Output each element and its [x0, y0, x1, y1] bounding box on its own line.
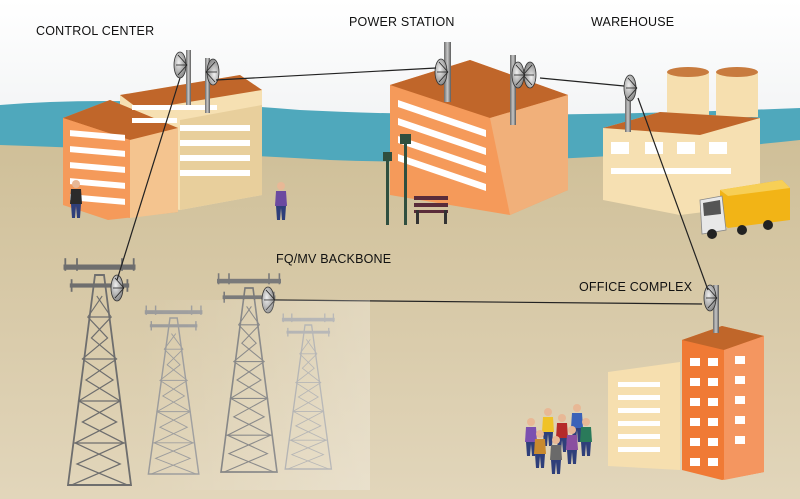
park-bench: [414, 196, 448, 224]
link-control-backbone: [116, 77, 181, 281]
label-backbone: FQ/MV BACKBONE: [276, 252, 392, 266]
control-center-antenna-mast: [173, 50, 220, 113]
link-warehouse-office: [637, 97, 709, 291]
link-control-power: [215, 67, 437, 81]
label-office-complex: OFFICE COMPLEX: [579, 280, 693, 294]
link-power-warehouse: [539, 77, 625, 87]
label-warehouse: WAREHOUSE: [591, 15, 675, 29]
control-center-buildings: [63, 75, 262, 220]
truck: [699, 180, 790, 239]
label-power-station: POWER STATION: [349, 15, 455, 29]
power-station-building: [390, 42, 568, 215]
street-lamps: [383, 134, 411, 225]
office-complex-building: [608, 284, 764, 480]
warehouse-building: [603, 67, 760, 215]
label-control-center: CONTROL CENTER: [36, 24, 155, 38]
